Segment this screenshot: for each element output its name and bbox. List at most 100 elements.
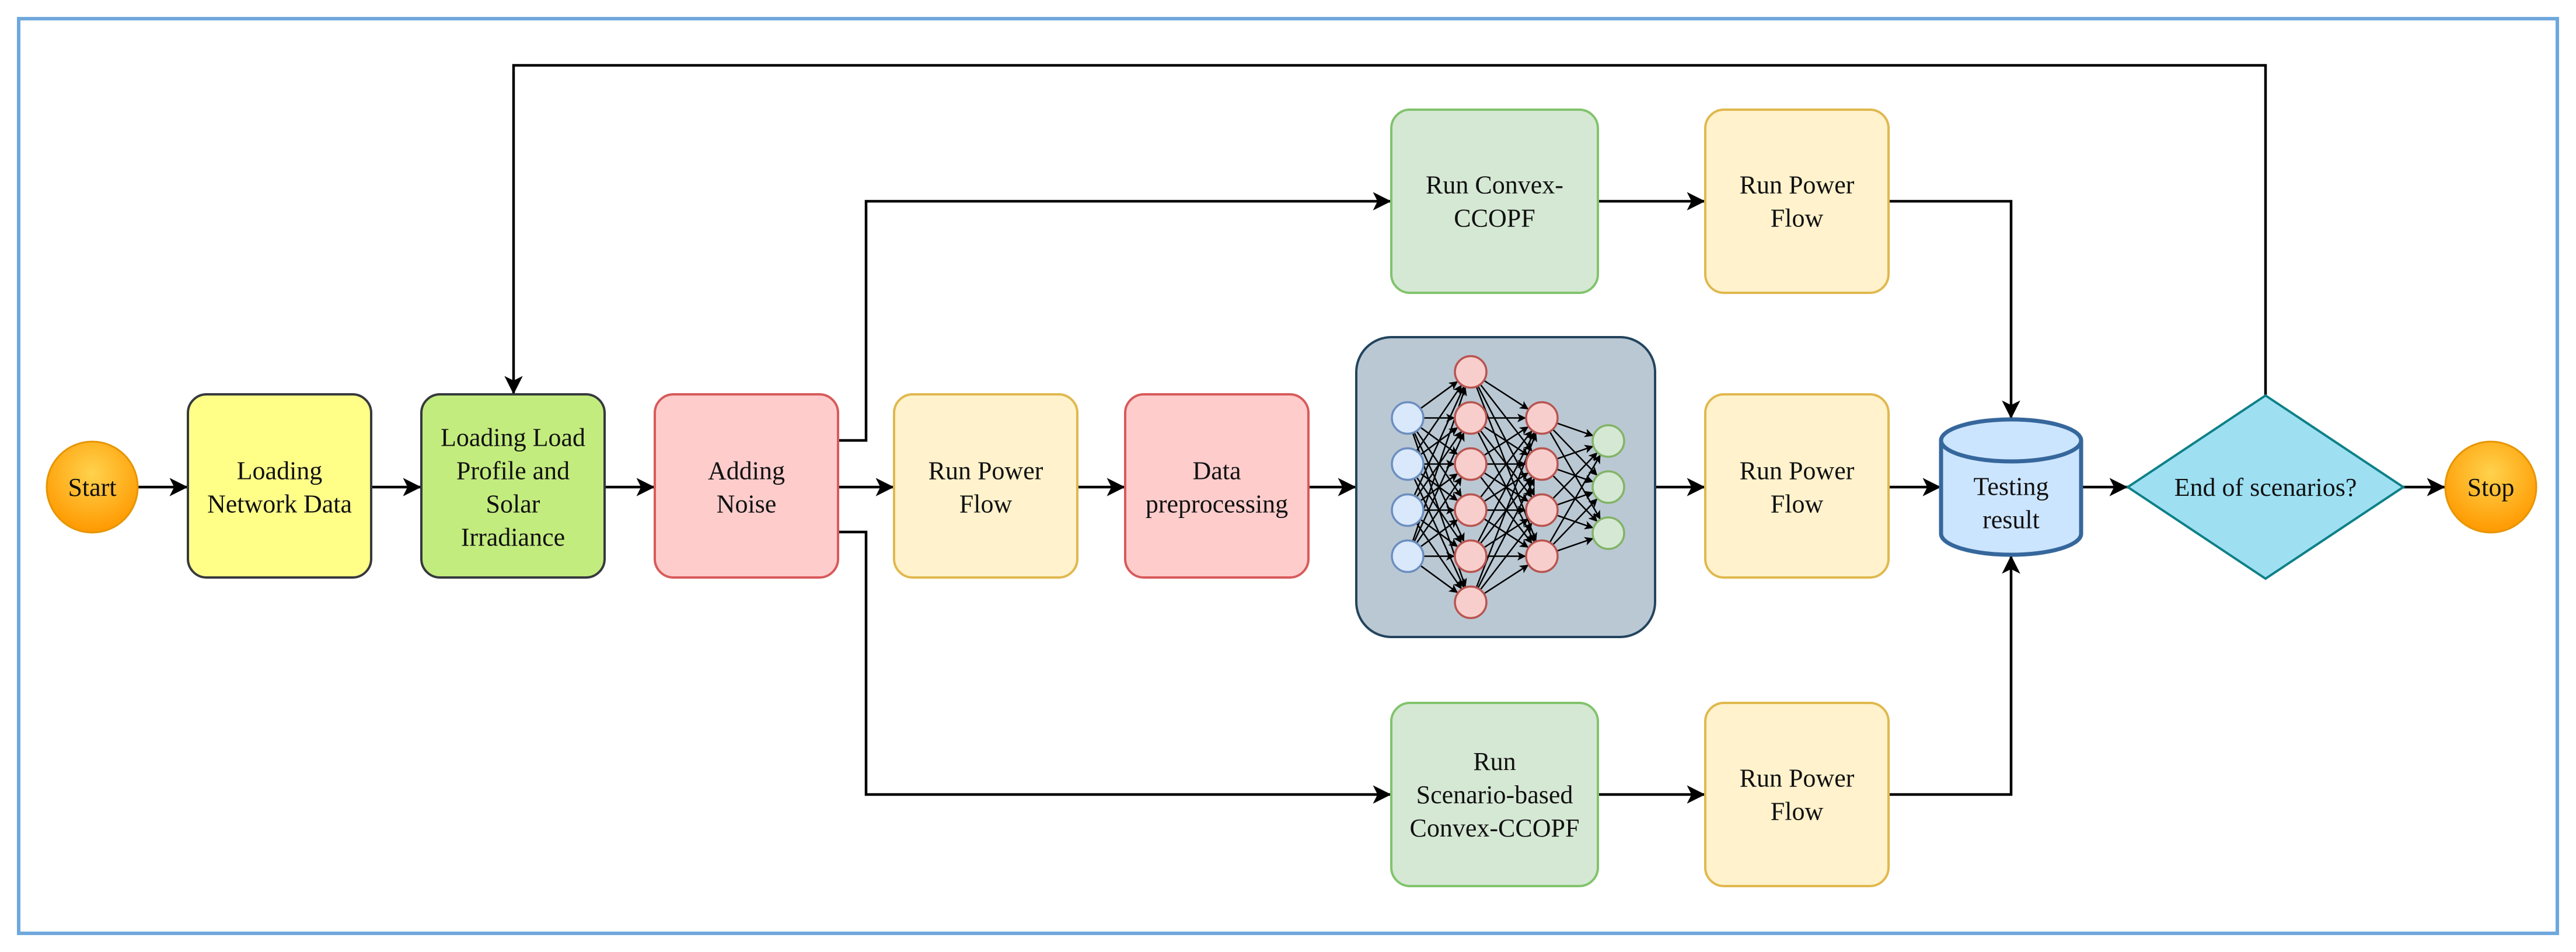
label-line: Loading Load bbox=[441, 424, 585, 452]
label-line: Loading bbox=[237, 457, 323, 485]
nn-connection bbox=[1552, 498, 1598, 545]
testing-result-label: Testing result bbox=[1974, 473, 2049, 534]
stop-label: Stop bbox=[2467, 473, 2515, 502]
nn-connection bbox=[1477, 431, 1535, 543]
nn-connection bbox=[1416, 477, 1462, 544]
nn-neuron bbox=[1454, 585, 1488, 620]
label-line: Testing bbox=[1974, 473, 2049, 501]
nn-connection bbox=[1477, 477, 1535, 589]
nn-connection bbox=[1420, 519, 1458, 548]
end-of-scenarios-decision: End of scenarios? bbox=[2125, 394, 2406, 580]
outer-frame bbox=[17, 17, 2559, 935]
nn-neuron bbox=[1525, 493, 1559, 527]
nn-neuron bbox=[1591, 424, 1625, 458]
testing-result-node: Testing result bbox=[1939, 417, 2083, 557]
nn-connection bbox=[1556, 537, 1594, 552]
neural-network-icon bbox=[1391, 355, 1625, 620]
nn-connection bbox=[1413, 432, 1465, 542]
label-line: Run Power bbox=[929, 457, 1043, 485]
label-line: Network Data bbox=[207, 490, 352, 519]
nn-neuron bbox=[1525, 447, 1559, 481]
nn-connection bbox=[1556, 444, 1594, 460]
label-line: Flow bbox=[959, 490, 1013, 519]
nn-connection bbox=[1416, 384, 1462, 452]
nn-neuron bbox=[1391, 401, 1425, 435]
label-line: Run bbox=[1473, 747, 1516, 776]
nn-neuron bbox=[1391, 447, 1425, 481]
label-line: Run Power bbox=[1740, 764, 1855, 793]
start-node: Start bbox=[46, 440, 139, 534]
nn-connection bbox=[1420, 380, 1458, 410]
nn-neuron bbox=[1454, 447, 1488, 481]
stop-node: Stop bbox=[2444, 440, 2537, 534]
label-line: Scenario-based bbox=[1416, 780, 1573, 809]
label-line: Run Convex- bbox=[1426, 171, 1563, 200]
nn-connection bbox=[1483, 564, 1530, 594]
label-line: Run Power bbox=[1740, 171, 1855, 200]
nn-neuron bbox=[1591, 516, 1625, 550]
nn-neuron bbox=[1454, 493, 1488, 527]
nn-connection bbox=[1479, 522, 1533, 590]
nn-connection bbox=[1413, 386, 1465, 496]
nn-connection bbox=[1483, 426, 1530, 456]
edge-decision-loop-back bbox=[504, 64, 2267, 396]
data-preprocessing-label: Data preprocessing bbox=[1146, 457, 1288, 519]
label-line: Irradiance bbox=[461, 523, 565, 552]
nn-neuron bbox=[1591, 470, 1625, 504]
data-preprocessing-node: Data preprocessing bbox=[1124, 393, 1310, 579]
nn-connection bbox=[1549, 454, 1601, 543]
end-of-scenarios-label: End of scenarios? bbox=[2174, 473, 2357, 502]
nn-connection bbox=[1552, 452, 1598, 499]
label-line: Run Power bbox=[1740, 457, 1855, 485]
connectors bbox=[92, 64, 2445, 804]
nn-neuron bbox=[1391, 493, 1425, 527]
label-line: Noise bbox=[717, 490, 777, 519]
label-line: Flow bbox=[1771, 490, 1824, 519]
label-line: Convex-CCOPF bbox=[1410, 814, 1580, 842]
nn-neuron bbox=[1391, 539, 1425, 573]
neural-network-node bbox=[1355, 336, 1656, 638]
label-line: Data bbox=[1192, 457, 1241, 485]
edge-noise-to-convex bbox=[838, 192, 1391, 442]
label-line: Adding bbox=[708, 457, 785, 485]
start-label: Start bbox=[68, 473, 116, 502]
nn-neuron bbox=[1525, 539, 1559, 573]
nn-neuron bbox=[1525, 401, 1559, 435]
label-line: preprocessing bbox=[1146, 490, 1288, 519]
edge-powerflow-bottom-to-testing bbox=[1889, 555, 2020, 796]
label-line: Solar bbox=[486, 490, 540, 519]
label-line: Flow bbox=[1771, 204, 1824, 233]
run-convex-ccopf-label: Run Convex- CCOPF bbox=[1426, 171, 1563, 233]
nn-connection bbox=[1479, 430, 1533, 498]
nn-connection bbox=[1420, 565, 1458, 594]
label-line: CCOPF bbox=[1454, 204, 1535, 233]
nn-neuron bbox=[1454, 539, 1488, 573]
label-line: Profile and bbox=[456, 457, 570, 485]
nn-connection bbox=[1556, 422, 1594, 438]
edge-noise-to-scenario bbox=[838, 530, 1391, 804]
run-convex-ccopf-node: Run Convex- CCOPF bbox=[1390, 108, 1599, 294]
label-line: Flow bbox=[1771, 797, 1824, 826]
nn-connection bbox=[1483, 380, 1530, 410]
nn-neuron bbox=[1454, 401, 1488, 435]
nn-neuron bbox=[1454, 355, 1488, 389]
label-line: result bbox=[1982, 506, 2040, 534]
edge-powerflow-top-to-testing bbox=[1889, 200, 2020, 419]
